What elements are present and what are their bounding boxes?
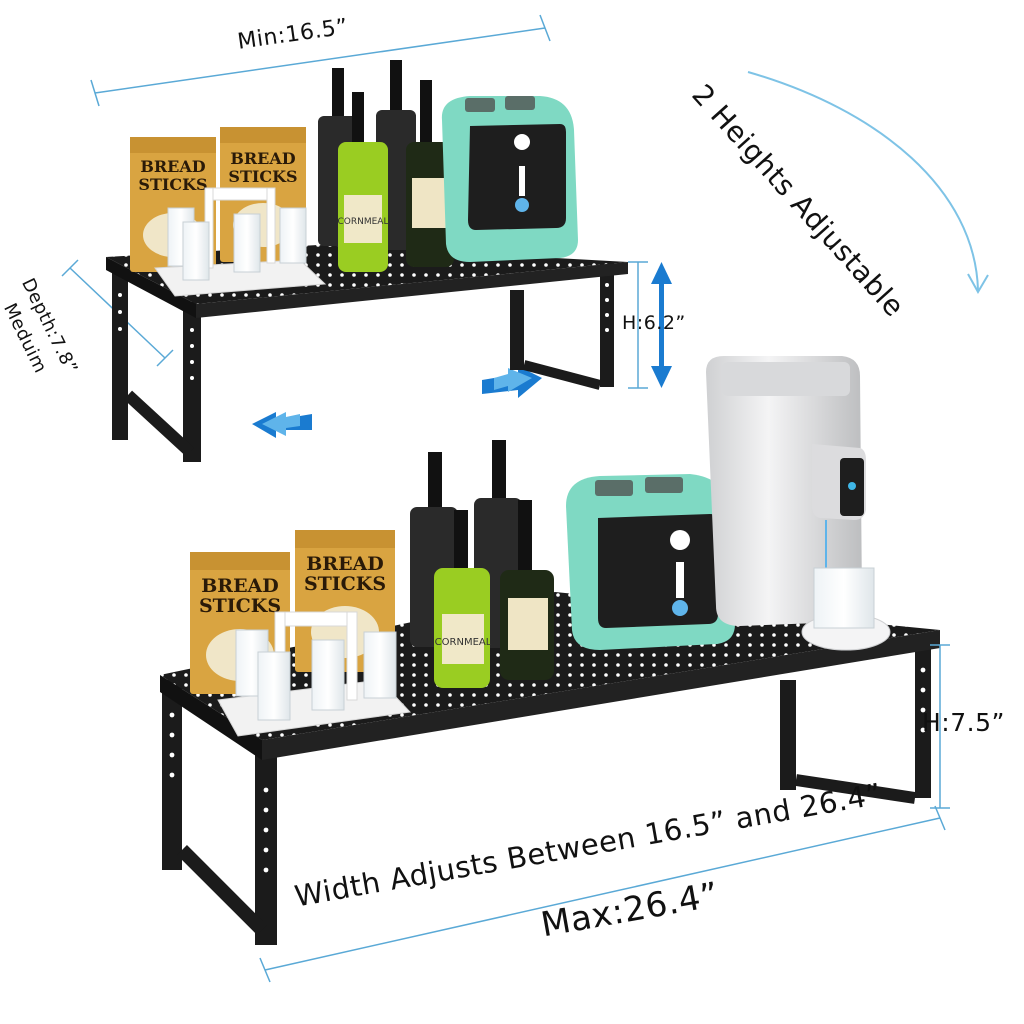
height-small-dimension-line	[628, 261, 648, 389]
large-shelf-toaster	[566, 474, 735, 650]
small-shelf-bottles: CORNMEAL	[318, 60, 454, 272]
water-dispenser	[706, 356, 891, 651]
svg-text:BREAD: BREAD	[230, 149, 295, 168]
svg-text:BREAD: BREAD	[201, 575, 279, 597]
large-shelf-bottles: CORNMEAL	[410, 440, 554, 688]
svg-text:STICKS: STICKS	[304, 573, 386, 595]
height-small-label: H:6.2”	[622, 312, 686, 334]
height-large-dimension-line	[930, 644, 950, 809]
svg-text:STICKS: STICKS	[138, 175, 207, 194]
height-up-down-arrow-icon	[651, 262, 672, 388]
max-width-dimension-line	[259, 805, 946, 983]
min-width-dimension-line	[90, 14, 551, 107]
small-shelf-glass-holder	[154, 187, 327, 297]
bag-text: BREAD	[140, 157, 205, 176]
svg-text:STICKS: STICKS	[228, 167, 297, 186]
height-large-label: H:7.5”	[922, 708, 1005, 737]
expand-left-arrow-icon	[252, 412, 312, 438]
svg-text:CORNMEAL: CORNMEAL	[435, 637, 492, 648]
expand-right-arrow-icon	[482, 366, 542, 398]
svg-text:CORNMEAL: CORNMEAL	[338, 217, 389, 227]
curved-arrow-icon	[747, 71, 989, 295]
svg-text:STICKS: STICKS	[199, 595, 281, 617]
large-shelf-glass-holder	[217, 611, 412, 737]
small-shelf-toaster	[441, 96, 578, 262]
svg-text:BREAD: BREAD	[306, 553, 384, 575]
